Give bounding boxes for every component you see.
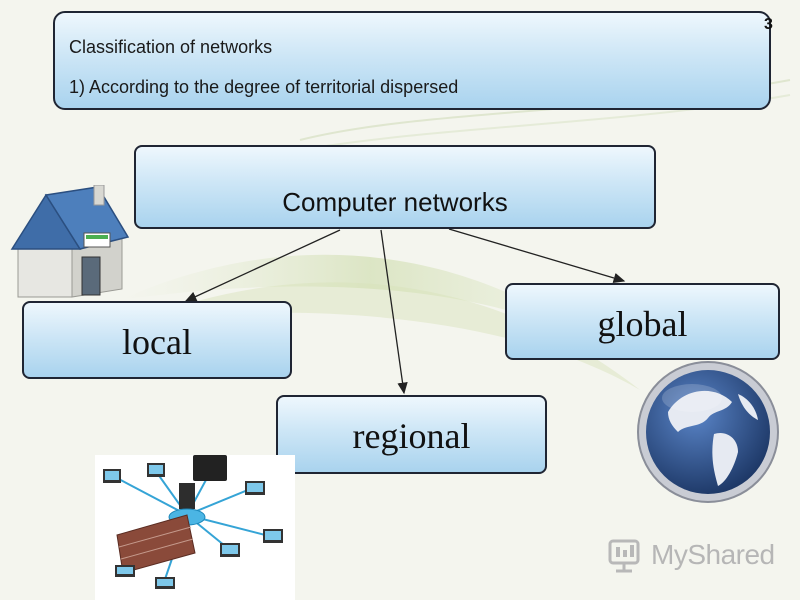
root-node-label: Computer networks	[282, 187, 508, 217]
node-regional: regional	[276, 395, 547, 474]
slide-subtitle: 1) According to the degree of territoria…	[69, 77, 459, 97]
slide-number: 3	[764, 16, 773, 33]
node-global: global	[505, 283, 780, 360]
house-icon	[10, 185, 130, 298]
node-global-label: global	[597, 304, 688, 344]
root-node: Computer networks	[134, 145, 656, 229]
node-local: local	[22, 301, 292, 379]
arrow-to-global	[448, 228, 626, 284]
watermark-text: MyShared	[651, 539, 775, 570]
arrow-to-regional	[380, 229, 408, 395]
arrow-to-local	[184, 229, 341, 302]
watermark: MyShared	[607, 535, 775, 575]
node-regional-label: regional	[352, 416, 471, 456]
slide-title: Classification of networks	[69, 37, 273, 57]
node-local-label: local	[122, 322, 192, 362]
header-box: Classification of networks 1) According …	[53, 11, 771, 110]
network-icon	[95, 455, 295, 600]
myshared-logo-icon	[608, 539, 640, 573]
globe-icon	[637, 361, 779, 503]
